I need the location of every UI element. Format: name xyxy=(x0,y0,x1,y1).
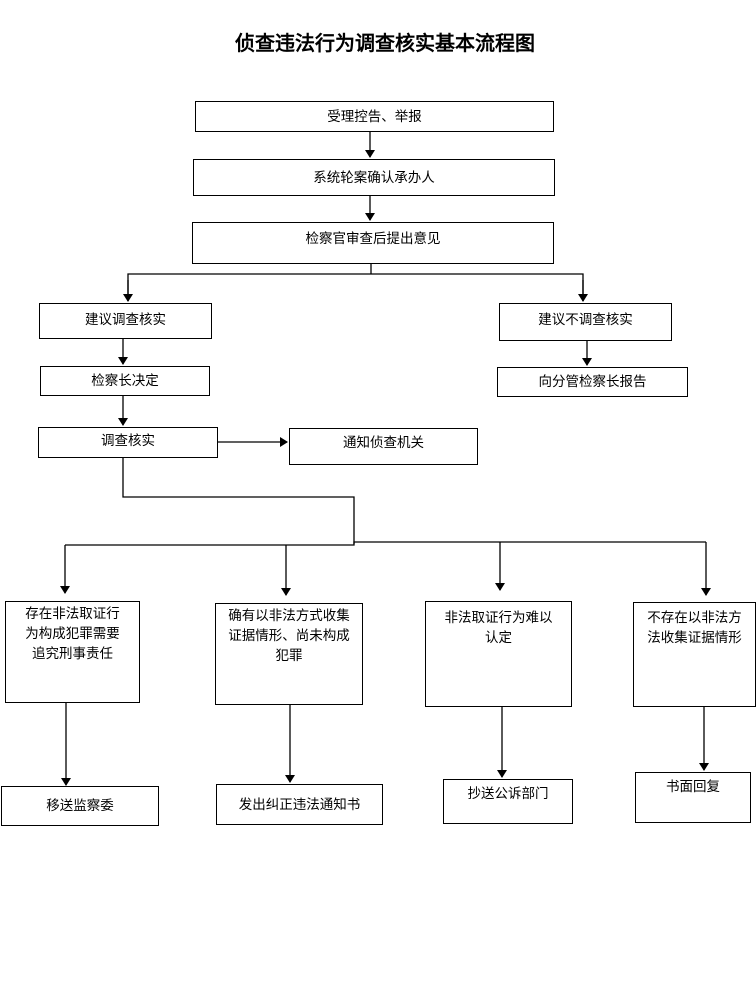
step-suggest-not-investigate: 建议不调查核实 xyxy=(499,303,672,341)
step-suggest-investigate: 建议调查核实 xyxy=(39,303,212,339)
outcome-stem xyxy=(122,457,355,544)
step-investigate: 调查核实 xyxy=(38,427,218,458)
branch-line xyxy=(127,273,584,301)
outcome-action-3: 抄送公诉部门 xyxy=(443,779,573,824)
step-review: 检察官审查后提出意见 xyxy=(192,222,554,264)
outcome-condition-4: 不存在以非法方法收集证据情形 xyxy=(633,602,756,707)
step-notify-agency: 通知侦查机关 xyxy=(289,428,478,465)
outcome-action-2: 发出纠正违法通知书 xyxy=(216,784,383,825)
outcome-action-1: 移送监察委 xyxy=(1,786,159,826)
outcome-bus xyxy=(65,541,706,546)
step-assign: 系统轮案确认承办人 xyxy=(193,159,555,196)
step-report-deputy: 向分管检察长报告 xyxy=(497,367,688,397)
step-accept: 受理控告、举报 xyxy=(195,101,554,132)
outcome-condition-3: 非法取证行为难以认定 xyxy=(425,601,572,707)
outcome-condition-1: 存在非法取证行为构成犯罪需要追究刑事责任 xyxy=(5,601,140,703)
outcome-condition-2: 确有以非法方式收集证据情形、尚未构成犯罪 xyxy=(215,603,363,705)
page-title: 侦查违法行为调查核实基本流程图 xyxy=(235,31,535,55)
outcome-action-4: 书面回复 xyxy=(635,772,751,823)
step-chief-decision: 检察长决定 xyxy=(40,366,210,396)
